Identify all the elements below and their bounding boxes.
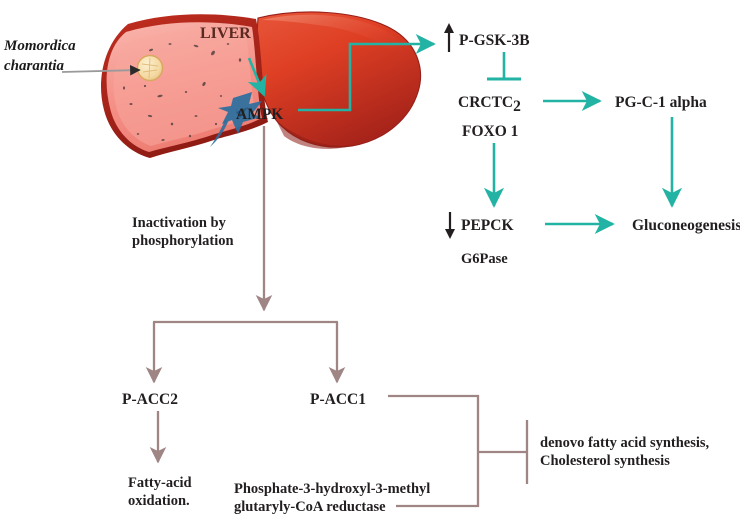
node-crctc2-subscript: 2 (513, 98, 521, 115)
edge-pacc1-to-bracket (388, 394, 480, 452)
node-pepck: PEPCK (461, 217, 514, 234)
annotation-inactivation-line1: Inactivation by (132, 215, 227, 231)
source-label-line1: Momordica (3, 38, 76, 54)
edge-ampk-to-pgsk (298, 33, 436, 112)
liver-title: LIVER (200, 25, 251, 42)
node-g6pase: G6Pase (461, 251, 508, 267)
node-fatty-acid-oxidation-line2: oxidation. (128, 493, 190, 509)
node-labels: AMPK P-GSK-3B CRCTC2 FOXO 1 PG-C-1 alpha… (122, 32, 740, 515)
node-hmg-reductase-line2: glutaryly-CoA reductase (234, 499, 386, 515)
node-hmg-reductase-line1: Phosphate-3-hydroxyl-3-methyl (234, 481, 430, 497)
node-pgc1-alpha: PG-C-1 alpha (615, 94, 707, 111)
node-crctc2: CRCTC2 (458, 94, 521, 115)
liver-right-lobe (255, 11, 422, 149)
node-pacc2: P-ACC2 (122, 391, 178, 408)
hepatocyte-nodule (136, 54, 164, 82)
edge-hmg-to-bracket (396, 452, 480, 508)
node-pacc1: P-ACC1 (310, 391, 366, 408)
node-crctc2-main: CRCTC (458, 94, 513, 111)
regulation-markers (444, 23, 455, 239)
annotation-inactivation-line2: phosphorylation (132, 233, 234, 249)
source-label-line2: charantia (4, 58, 65, 74)
liver-parenchyma-speckles (123, 43, 242, 141)
inactivation-edges (145, 126, 529, 508)
node-p-gsk-3b: P-GSK-3B (459, 32, 530, 49)
momordica-pointer-arrow (61, 65, 141, 76)
node-ampk: AMPK (236, 106, 283, 123)
portal-vessel (210, 92, 262, 147)
node-fatty-acid-oxidation-line1: Fatty-acid (128, 475, 192, 491)
node-denovo-synthesis-line1: denovo fatty acid synthesis, (540, 435, 710, 451)
node-denovo-synthesis-line2: Cholesterol synthesis (540, 453, 670, 469)
node-foxo1: FOXO 1 (462, 123, 518, 140)
node-gluconeogenesis: Gluconeogenesis (632, 217, 740, 234)
liver-illustration: LIVER Momordica charantia (3, 11, 422, 158)
activation-edges (247, 33, 683, 235)
edge-liver-to-ampk (247, 57, 267, 97)
liver-cut-section (101, 14, 268, 158)
